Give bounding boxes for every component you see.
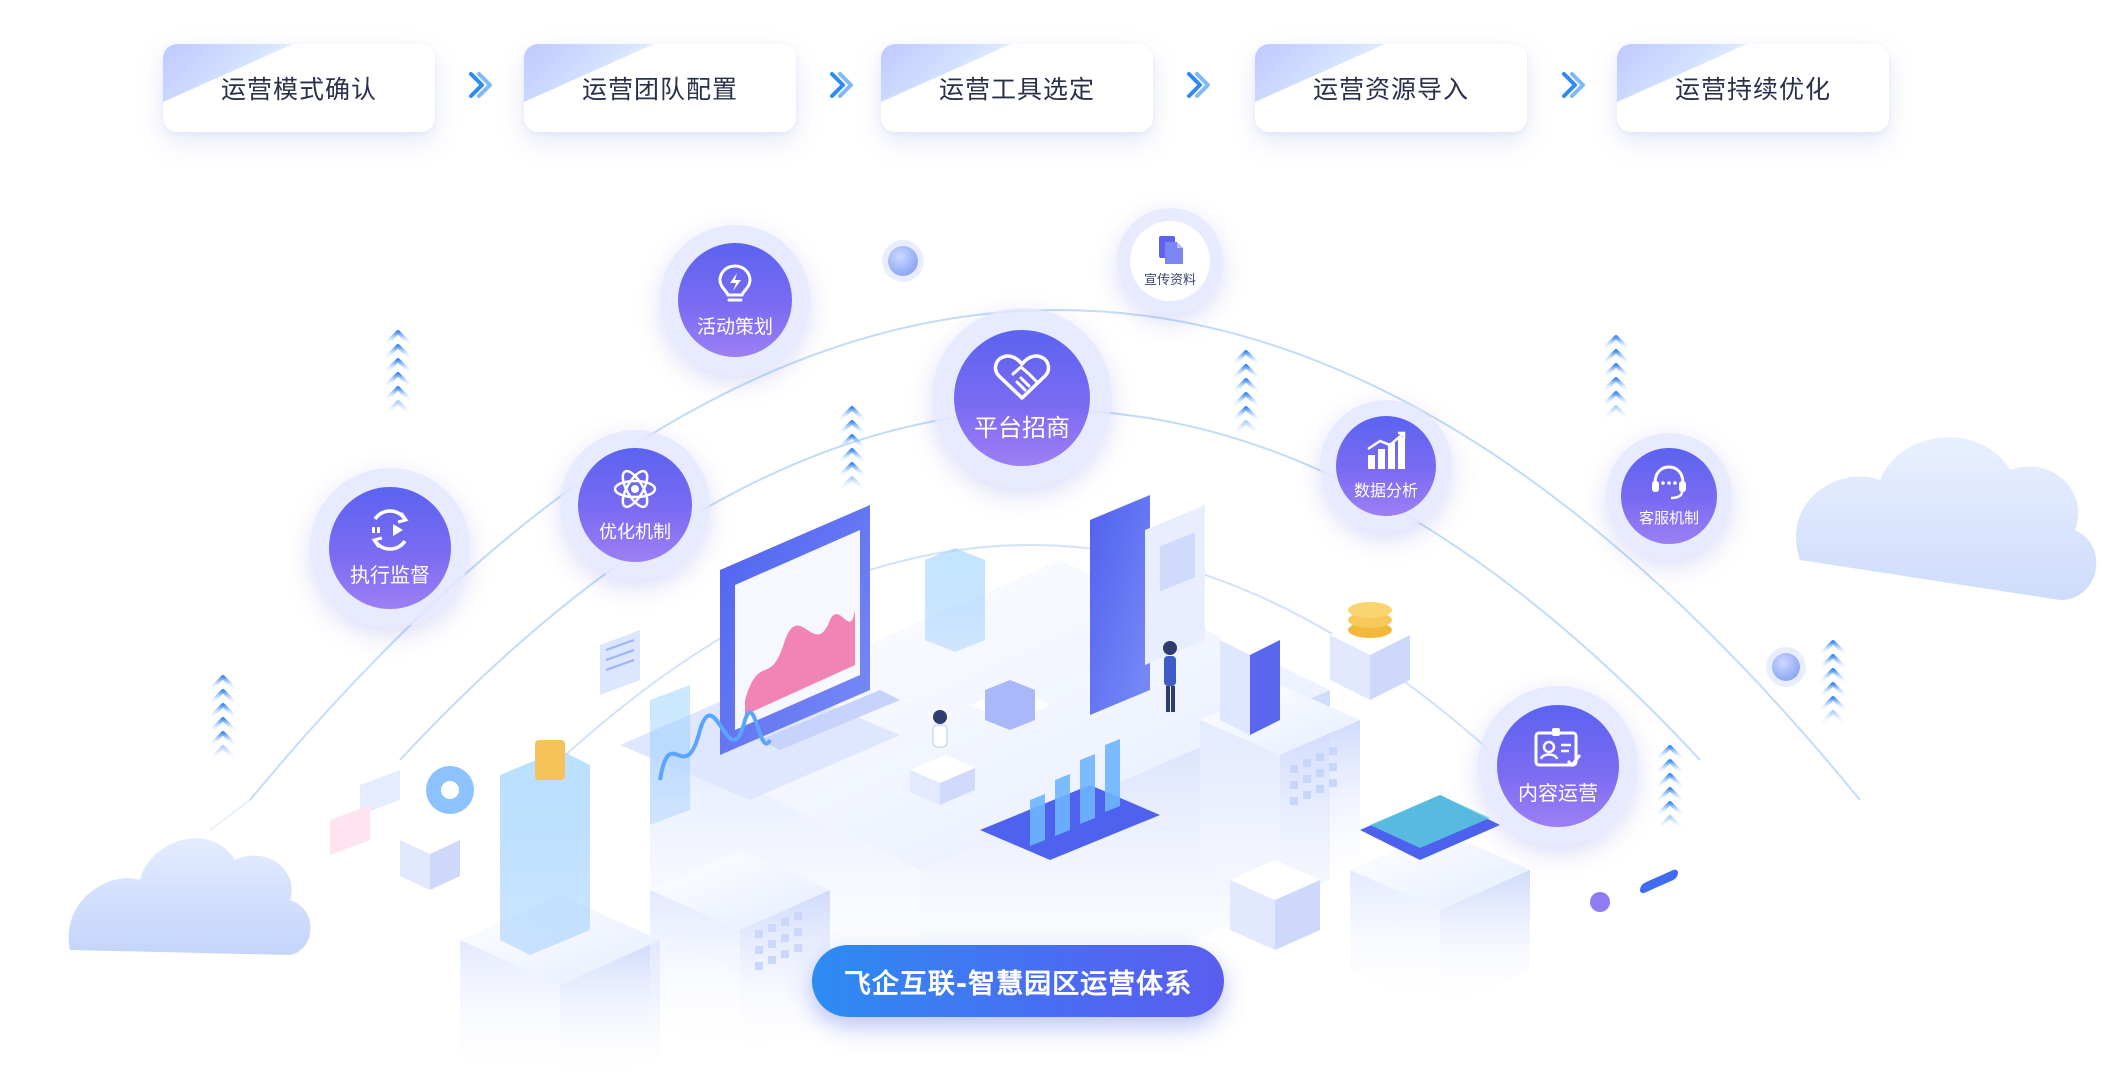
headset-icon [1649, 463, 1689, 501]
node-data-analysis: 数据分析 [1320, 400, 1452, 532]
cycle-arrow-icon [365, 507, 415, 553]
chevron-stacks [211, 330, 1845, 829]
node-label: 活动策划 [696, 315, 773, 338]
cloud-right [1796, 437, 2097, 600]
node-activity-planning: 活动策划 [660, 225, 810, 375]
step-label: 运营团队配置 [581, 75, 738, 104]
process-step-2: 运营团队配置 [524, 44, 796, 132]
step-arrow-icon [467, 70, 493, 100]
step-arrow-icon [828, 70, 854, 100]
node-customer-service: 客服机制 [1606, 433, 1732, 559]
node-label: 执行监督 [349, 563, 430, 588]
process-step-5: 运营持续优化 [1617, 44, 1889, 132]
id-card-icon [1532, 725, 1584, 771]
node-label: 数据分析 [1353, 480, 1418, 500]
node-label: 平台招商 [973, 414, 1070, 443]
node-platform-investment: 平台招商 [932, 308, 1112, 488]
step-arrow-icon [1560, 70, 1586, 100]
cloud-left [68, 838, 311, 955]
process-step-3: 运营工具选定 [881, 44, 1153, 132]
process-step-1: 运营模式确认 [163, 44, 435, 132]
step-label: 运营资源导入 [1312, 75, 1469, 104]
system-title: 飞企互联-智慧园区运营体系 [843, 968, 1193, 1000]
step-label: 运营模式确认 [220, 75, 377, 104]
step-label: 运营工具选定 [938, 75, 1095, 104]
node-label: 宣传资料 [1143, 273, 1196, 289]
node-content-operation: 内容运营 [1478, 686, 1638, 846]
document-icon [1153, 233, 1187, 267]
person-figure-seated [910, 710, 975, 805]
node-label: 内容运营 [1517, 781, 1598, 806]
node-label: 优化机制 [599, 522, 671, 543]
process-step-4: 运营资源导入 [1255, 44, 1527, 132]
atom-icon [612, 466, 658, 512]
person-figure [1163, 641, 1177, 712]
lightbulb-icon [715, 262, 755, 306]
orbit-dot [888, 246, 918, 276]
handshake-icon [991, 352, 1053, 402]
step-arrow-icon [1185, 70, 1211, 100]
node-optimization: 优化机制 [560, 430, 710, 580]
orbit-dot [1772, 653, 1800, 681]
step-label: 运营持续优化 [1674, 75, 1831, 104]
node-promo-materials: 宣传资料 [1117, 208, 1223, 314]
system-title-badge: 飞企互联-智慧园区运营体系 [812, 945, 1224, 1017]
node-label: 客服机制 [1638, 509, 1699, 528]
node-execution-supervision: 执行监督 [310, 468, 470, 628]
bar-chart-icon [1364, 431, 1408, 471]
isometric-city [330, 495, 1700, 1086]
